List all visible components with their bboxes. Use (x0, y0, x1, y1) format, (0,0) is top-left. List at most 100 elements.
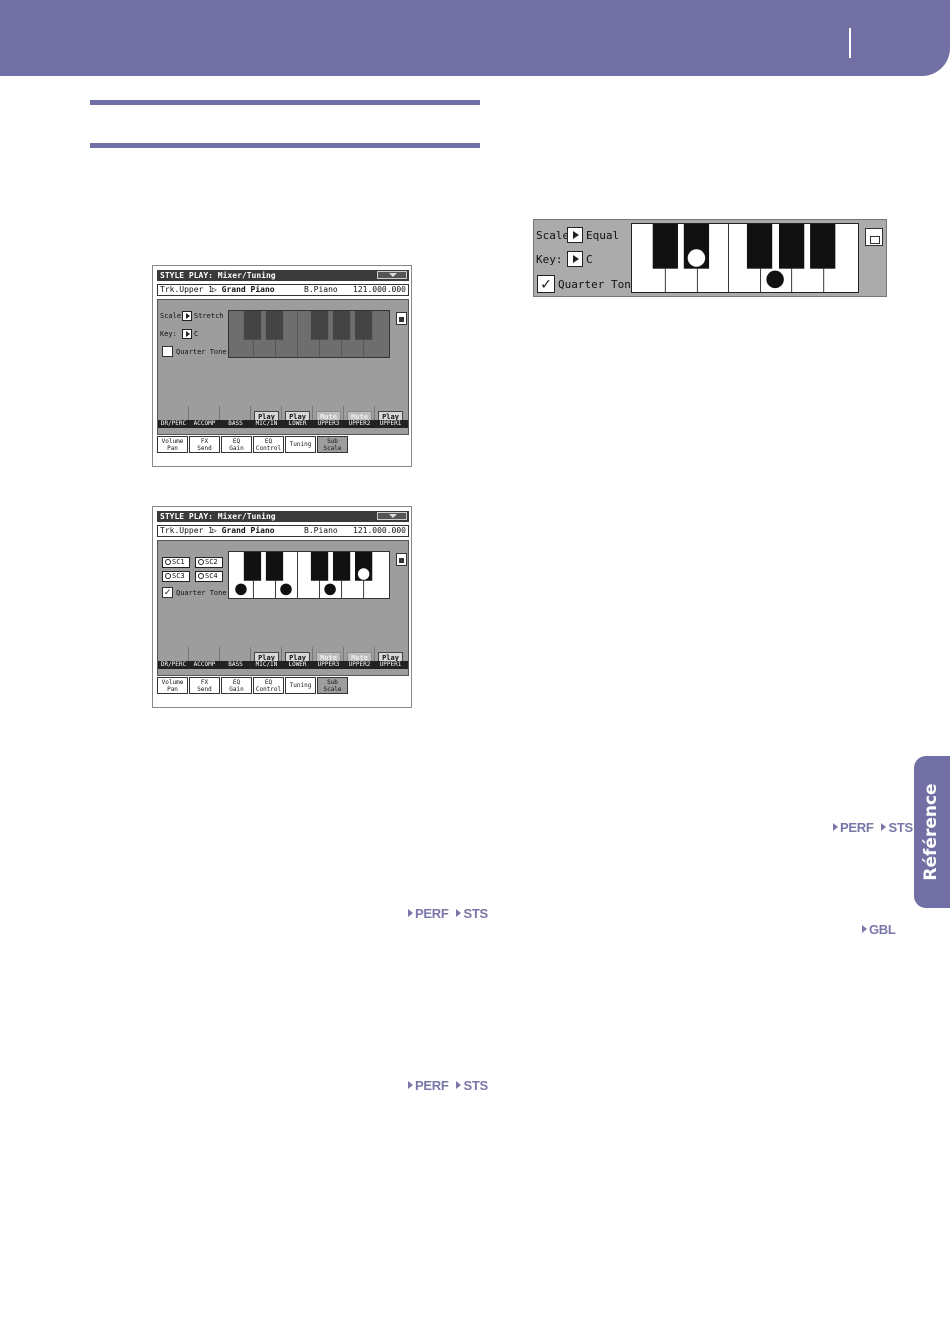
triangle-icon (408, 909, 413, 917)
header-divider (849, 28, 851, 58)
tab-tuning[interactable]: Tuning (285, 436, 316, 453)
channel-label: BASS (228, 661, 243, 668)
channel-label: LOWER (288, 420, 307, 427)
channel-label: ACCOMP (193, 661, 216, 668)
sub-scale-edit-area: SC1 SC2 SC3 SC4 ✓ Quarter Tone (157, 540, 409, 676)
header-band (0, 0, 950, 76)
track-info-bar[interactable]: Trk.Upper 1 ▷ Grand Piano B.Piano 121.00… (157, 284, 409, 296)
key-select-arrow[interactable] (567, 251, 583, 267)
tab-tuning[interactable]: Tuning (285, 677, 316, 694)
sound-number: 121.000.000 (353, 526, 406, 535)
triangle-icon (456, 1081, 462, 1089)
key-label: Key: (160, 330, 177, 338)
gbl-marker: GBL (862, 922, 896, 937)
channel-labels: DR/PERC ACCOMP BASS MIC/IN LOWER UPPER3 … (158, 661, 408, 669)
track-label: Trk.Upper 1 (160, 526, 213, 535)
screen-title: STYLE PLAY: Mixer/Tuning (157, 511, 409, 522)
scale-value[interactable]: Stretch (194, 312, 224, 320)
scale-keyboard-disabled (228, 310, 390, 358)
sound-number: 121.000.000 (353, 285, 406, 294)
screen-mixer-tuning-subscale: STYLE PLAY: Mixer/Tuning Trk.Upper 1 ▷ G… (152, 506, 412, 708)
channel-label: UPPER2 (348, 420, 371, 427)
quarter-tone-checkbox[interactable] (162, 346, 173, 357)
channel-label: MIC/IN (255, 661, 278, 668)
quarter-tone-keyboard[interactable] (631, 223, 859, 293)
channel-row: Play Play Mute Mute Play DR/PERC ACCOMP … (158, 406, 408, 428)
sc4-button[interactable]: SC4 (195, 571, 223, 582)
sound-name: ▷ Grand Piano (212, 526, 275, 535)
section-rule-top (90, 100, 480, 105)
channel-cell (158, 406, 189, 428)
channel-row: Play Play Mute Mute Play DR/PERC ACCOMP … (158, 647, 408, 669)
section-side-tab[interactable] (914, 756, 950, 908)
sc1-button[interactable]: SC1 (162, 557, 190, 568)
scale-keyboard[interactable] (228, 551, 390, 599)
channel-cell (220, 647, 251, 669)
channel-cell (189, 406, 220, 428)
scale-select-arrow[interactable] (182, 311, 192, 321)
lock-icon[interactable] (865, 228, 883, 246)
channel-label: UPPER3 (317, 661, 340, 668)
quarter-tone-label: Quarter Tone (176, 589, 227, 597)
sc3-button[interactable]: SC3 (162, 571, 190, 582)
track-info-bar[interactable]: Trk.Upper 1 ▷ Grand Piano B.Piano 121.00… (157, 525, 409, 537)
channel-label: DR/PERC (160, 661, 187, 668)
lock-icon[interactable] (396, 553, 407, 566)
section-side-tab-label: Référence (921, 783, 941, 881)
lock-icon[interactable] (396, 312, 407, 325)
triangle-icon (456, 909, 462, 917)
screen-mixer-tuning-stretch: STYLE PLAY: Mixer/Tuning Trk.Upper 1 ▷ G… (152, 265, 412, 467)
key-label: Key: (536, 253, 563, 266)
quarter-tone-checkbox[interactable]: ✓ (537, 275, 555, 293)
page-menu-button[interactable] (377, 271, 407, 279)
scale-value[interactable]: Equal (586, 229, 620, 242)
triangle-icon (862, 925, 867, 933)
channel-label: ACCOMP (193, 420, 216, 427)
channel-label: DR/PERC (160, 420, 187, 427)
screen-title: STYLE PLAY: Mixer/Tuning (157, 270, 409, 281)
channel-label: UPPER1 (379, 420, 402, 427)
key-value[interactable]: C (194, 330, 199, 338)
quarter-tone-key-panel: Scale: Equal Key: C ✓ Quarter Tone (533, 219, 887, 297)
channel-label: MIC/IN (255, 420, 278, 427)
quarter-tone-label: Quarter Tone (176, 348, 227, 356)
channel-label: LOWER (288, 661, 307, 668)
key-value[interactable]: C (586, 253, 593, 266)
quarter-tone-checkbox[interactable]: ✓ (162, 587, 173, 598)
scale-edit-area: Scale: Stretch Key: C Quarter Tone Play (157, 299, 409, 435)
channel-cell (189, 647, 220, 669)
section-rule-bottom (90, 143, 480, 148)
triangle-icon (881, 823, 887, 831)
channel-label: UPPER3 (317, 420, 340, 427)
channel-label: UPPER2 (348, 661, 371, 668)
channel-cell (220, 406, 251, 428)
channel-labels: DR/PERC ACCOMP BASS MIC/IN LOWER UPPER3 … (158, 420, 408, 428)
page-menu-button[interactable] (377, 512, 407, 520)
channel-label: BASS (228, 420, 243, 427)
key-select-arrow[interactable] (182, 329, 192, 339)
track-label: Trk.Upper 1 (160, 285, 213, 294)
scale-label: Scale: (536, 229, 576, 242)
sound-name: ▷ Grand Piano (212, 285, 275, 294)
channel-label: UPPER1 (379, 661, 402, 668)
sc2-button[interactable]: SC2 (195, 557, 223, 568)
scale-select-arrow[interactable] (567, 227, 583, 243)
quarter-tone-label: Quarter Tone (558, 278, 638, 291)
triangle-icon (833, 823, 838, 831)
scale-label: Scale: (160, 312, 186, 320)
